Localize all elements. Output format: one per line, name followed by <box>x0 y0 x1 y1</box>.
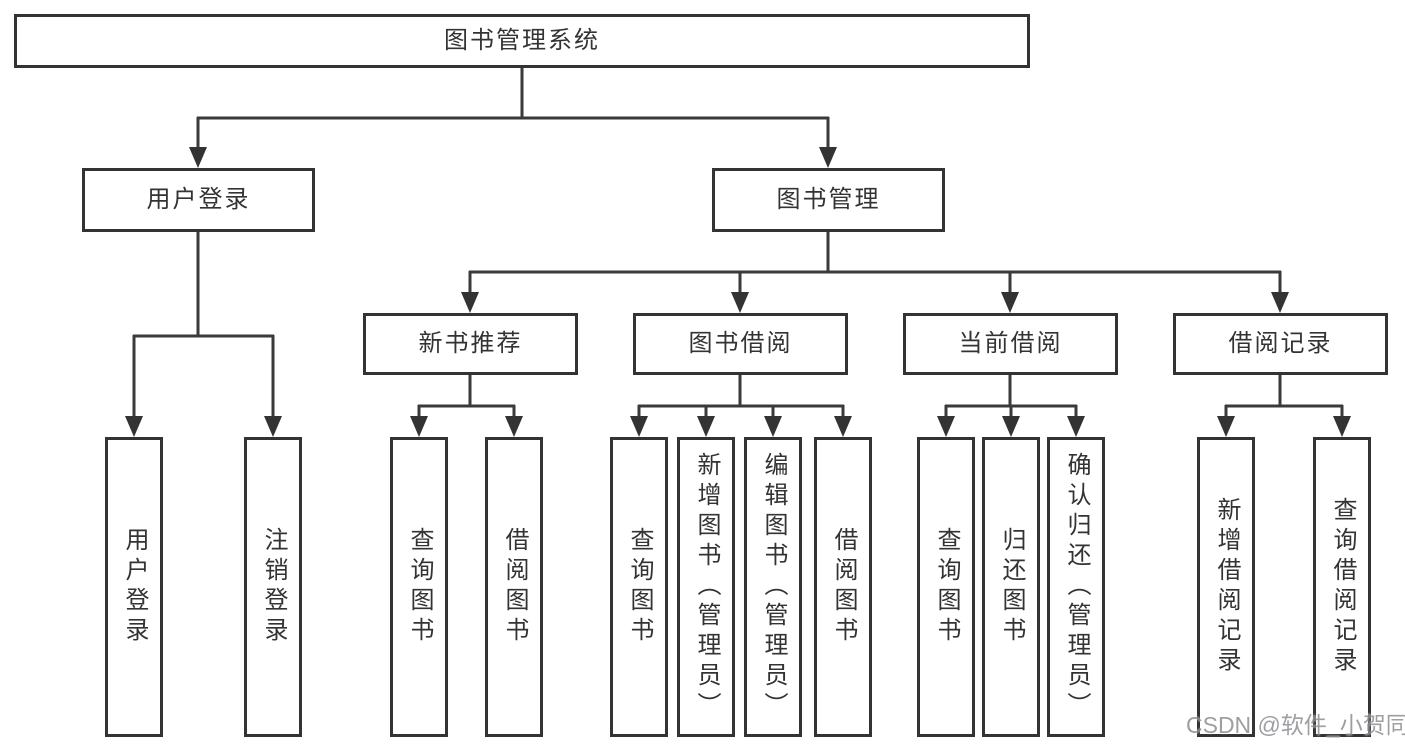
connector-root-to-level1 <box>196 66 830 151</box>
node-label: 查询借阅记录 <box>1329 497 1356 677</box>
node-label: 编辑图书（管理员） <box>760 452 787 722</box>
node-label: 图书管理 <box>776 186 881 213</box>
node-current-borrowing: 当前借阅 <box>903 313 1118 375</box>
node-label: 当前借阅 <box>958 330 1063 357</box>
leaf-borrow-books-recommend: 借阅图书 <box>485 437 543 737</box>
leaf-add-borrow-record: 新增借阅记录 <box>1197 437 1255 737</box>
leaf-add-book-admin: 新增图书（管理员） <box>677 437 735 737</box>
connector-new-book-recommend-split <box>417 373 516 420</box>
node-label: 用户登录 <box>146 186 251 213</box>
node-label: 查询图书 <box>933 527 960 647</box>
connector-book-borrowing-split <box>637 373 845 420</box>
node-label: 借阅图书 <box>830 527 857 647</box>
connector-borrowing-records-split <box>1224 373 1344 420</box>
leaf-query-books-recommend: 查询图书 <box>390 437 448 737</box>
node-label: 新增图书（管理员） <box>693 452 720 722</box>
node-book-borrowing: 图书借阅 <box>633 313 848 375</box>
node-root: 图书管理系统 <box>14 14 1030 68</box>
connector-current-borrowing-split <box>944 373 1078 420</box>
node-label: 注销登录 <box>260 527 287 647</box>
leaf-confirm-return-admin: 确认归还（管理员） <box>1047 437 1105 737</box>
leaf-query-books-current: 查询图书 <box>917 437 975 737</box>
watermark: CSDN @软件_小贺同学 <box>1186 712 1405 738</box>
leaf-edit-book-admin: 编辑图书（管理员） <box>744 437 802 737</box>
node-book-management: 图书管理 <box>712 168 945 232</box>
node-user-login: 用户登录 <box>82 168 315 232</box>
leaf-query-books-borrowing: 查询图书 <box>610 437 668 737</box>
node-label: 新书推荐 <box>418 330 523 357</box>
connector-book-management-split <box>468 230 1282 296</box>
node-label: 借阅记录 <box>1228 330 1333 357</box>
leaf-user-login: 用户登录 <box>105 437 163 737</box>
leaf-logout: 注销登录 <box>244 437 302 737</box>
leaf-borrow-books-borrowing: 借阅图书 <box>814 437 872 737</box>
node-borrowing-records: 借阅记录 <box>1173 313 1388 375</box>
node-label: 归还图书 <box>998 527 1025 647</box>
node-label: 查询图书 <box>626 527 653 647</box>
node-label: 用户登录 <box>121 527 148 647</box>
leaf-query-borrow-record: 查询借阅记录 <box>1313 437 1371 737</box>
leaf-return-books: 归还图书 <box>982 437 1040 737</box>
node-label: 查询图书 <box>406 527 433 647</box>
node-label: 借阅图书 <box>501 527 528 647</box>
connector-user-login-split <box>132 230 275 420</box>
node-new-book-recommend: 新书推荐 <box>363 313 578 375</box>
node-label: 新增借阅记录 <box>1213 497 1240 677</box>
node-label: 图书管理系统 <box>444 27 600 54</box>
node-label: 确认归还（管理员） <box>1063 452 1090 722</box>
node-label: 图书借阅 <box>688 330 793 357</box>
